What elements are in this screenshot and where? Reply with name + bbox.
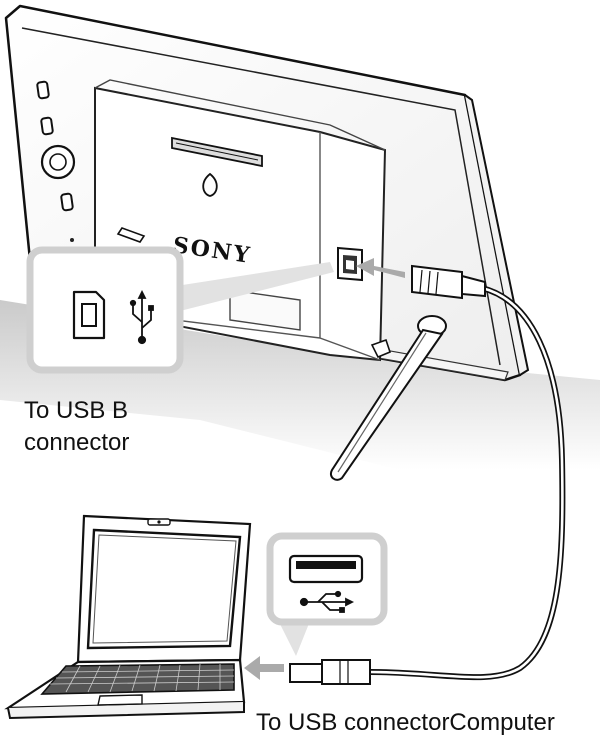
callout-pointer-a	[276, 616, 312, 656]
frame-inner-edge	[21, 27, 501, 366]
laptop-touchpad	[97, 694, 143, 706]
usb-trident-icon-a	[299, 590, 355, 613]
hanging-hole	[202, 172, 218, 197]
laptop-computer	[4, 514, 252, 720]
usb-connector-computer-label: To USB connectorComputer	[256, 709, 555, 736]
side-button-1	[36, 80, 50, 100]
side-button-3	[60, 192, 74, 212]
usb-a-port-icon	[288, 554, 364, 584]
frame-stand	[330, 315, 447, 481]
side-button-2	[40, 116, 54, 136]
usb-a-plug	[289, 659, 371, 685]
usb-b-plug	[411, 264, 486, 300]
insert-arrow-b	[356, 258, 405, 278]
usb-trident-icon	[129, 289, 154, 345]
rear-recess	[229, 289, 301, 331]
laptop-screen	[86, 528, 242, 650]
usb-b-callout	[26, 246, 334, 374]
insert-arrow-a	[244, 656, 284, 680]
usb-b-port-icon	[72, 290, 106, 340]
usb-cable	[244, 258, 566, 685]
vent-mark	[116, 227, 146, 243]
usb-a-callout	[266, 532, 388, 656]
laptop-keyboard	[40, 663, 235, 695]
usb-b-label-line1: To USB B	[24, 397, 129, 424]
usb-b-label-line2: connector	[24, 429, 130, 456]
rear-housing-top	[94, 79, 386, 151]
callout-pointer	[176, 262, 334, 312]
